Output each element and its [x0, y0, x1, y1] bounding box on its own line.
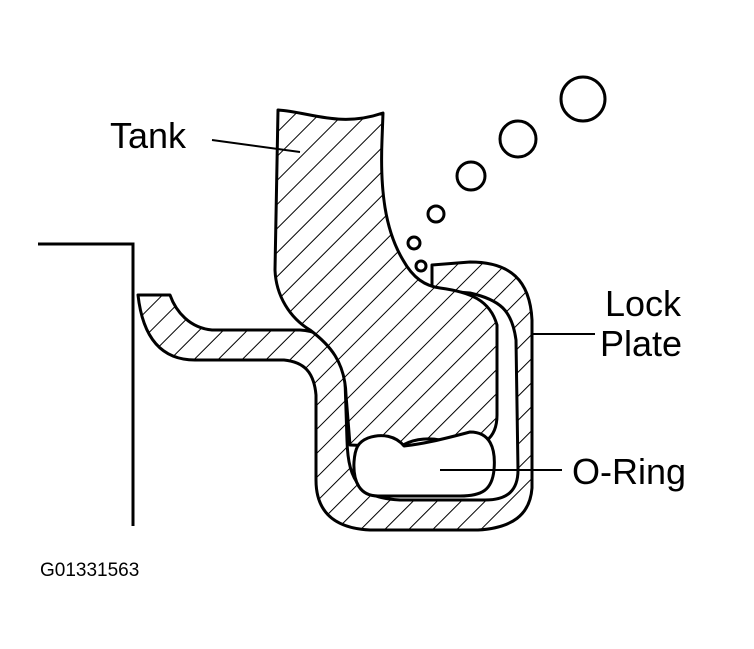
tank-leader-line [211, 139, 301, 153]
lock-plate-label-line2: Plate [600, 323, 682, 364]
o-ring-label: O-Ring [572, 451, 686, 492]
tank-label: Tank [110, 115, 187, 156]
lock-plate-label-line1: Lock [605, 283, 682, 324]
tank-wall [273, 108, 499, 449]
figure-id: G01331563 [40, 560, 139, 581]
header-plate-outline [38, 242, 135, 526]
air-bubbles [406, 75, 607, 273]
o-ring-seal [352, 430, 496, 498]
